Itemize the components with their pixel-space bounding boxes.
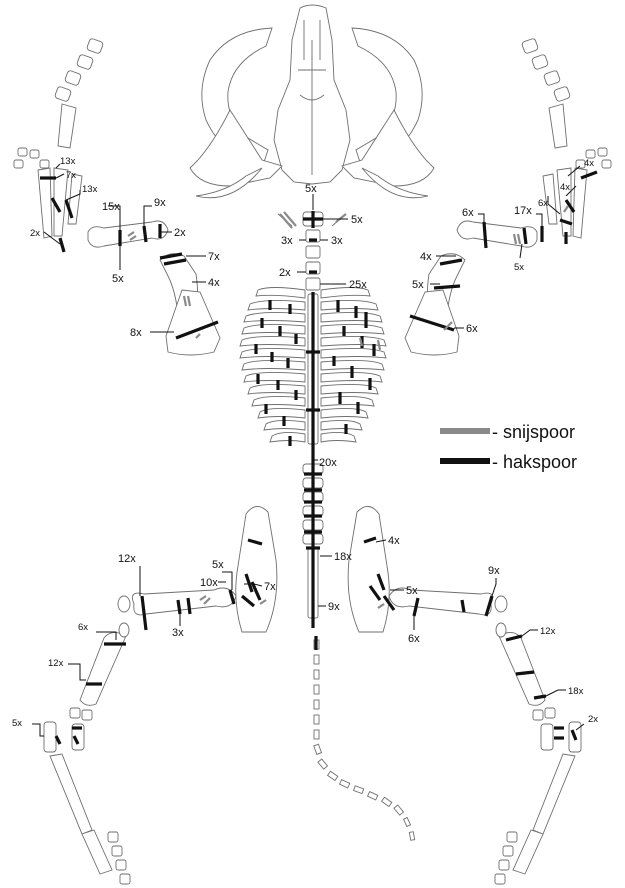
count-ltibia-6: 6x xyxy=(78,622,88,633)
count-rradius-6: 6x xyxy=(462,207,474,219)
count-lradius-2: 2x xyxy=(174,227,186,239)
count-rradius-17: 17x xyxy=(514,205,532,217)
legend-cut-swatch xyxy=(440,428,490,434)
count-atlas-right: 5x xyxy=(351,214,363,226)
count-lscapula-8: 8x xyxy=(130,327,142,339)
right-forelimb xyxy=(405,38,611,355)
count-sacrum: 18x xyxy=(334,551,352,563)
count-neck-left: 2x xyxy=(279,267,291,279)
count-lfoot-7: 7x xyxy=(66,170,76,181)
count-lumbar: 20x xyxy=(319,457,337,469)
skull xyxy=(190,5,434,198)
count-rhumerus-5: 5x xyxy=(412,279,424,291)
count-rpelvis-4: 4x xyxy=(388,535,400,547)
count-lfoot-2: 2x xyxy=(30,228,40,239)
count-lpelvis-5: 5x xyxy=(212,559,224,571)
count-lfemur-12: 12x xyxy=(118,553,136,565)
count-lpelvis-7: 7x xyxy=(264,581,276,593)
count-rfoot-4b: 4x xyxy=(560,182,570,193)
count-ltibia-12: 12x xyxy=(48,658,64,669)
count-lfoot-13b: 13x xyxy=(82,184,98,195)
count-rfemur-9: 9x xyxy=(488,565,500,577)
count-lfemur-3: 3x xyxy=(172,627,184,639)
count-rpelvis-5: 5x xyxy=(406,585,418,597)
left-forelimb xyxy=(14,38,220,355)
count-rfoot-4: 4x xyxy=(584,158,594,169)
count-atlas-top: 5x xyxy=(305,183,317,195)
count-tail: 9x xyxy=(328,601,340,613)
count-lhumerus-7: 7x xyxy=(208,251,220,263)
count-rhumerus-4: 4x xyxy=(420,251,432,263)
count-atlas-left: 3x xyxy=(281,235,293,247)
count-lfemur-10: 10x xyxy=(200,577,218,589)
count-rhind-2: 2x xyxy=(588,714,598,725)
count-rpelvis-6: 6x xyxy=(408,633,420,645)
legend-chop-label: - hakspoor xyxy=(492,452,577,472)
count-rradius-5: 5x xyxy=(514,262,524,273)
count-rscapula-6: 6x xyxy=(466,323,478,335)
count-lfoot-13: 13x xyxy=(60,156,76,167)
legend: - snijspoor - hakspoor xyxy=(440,422,577,472)
count-lradius-9: 9x xyxy=(154,197,166,209)
count-lhind-5: 5x xyxy=(12,718,22,729)
count-rfoot-6: 6x xyxy=(538,198,548,209)
count-rtibia-18: 18x xyxy=(568,686,584,697)
count-lhumerus-4: 4x xyxy=(208,277,220,289)
count-lradius-15: 15x xyxy=(102,201,120,213)
legend-chop-swatch xyxy=(440,458,490,464)
count-lradius-5: 5x xyxy=(112,273,124,285)
count-ribs-top: 25x xyxy=(349,279,367,291)
left-hindlimb xyxy=(44,588,236,884)
cut-marks xyxy=(128,206,568,608)
legend-cut-label: - snijspoor xyxy=(492,422,575,442)
count-axis-right: 3x xyxy=(331,235,343,247)
count-rtibia-12: 12x xyxy=(540,626,556,637)
